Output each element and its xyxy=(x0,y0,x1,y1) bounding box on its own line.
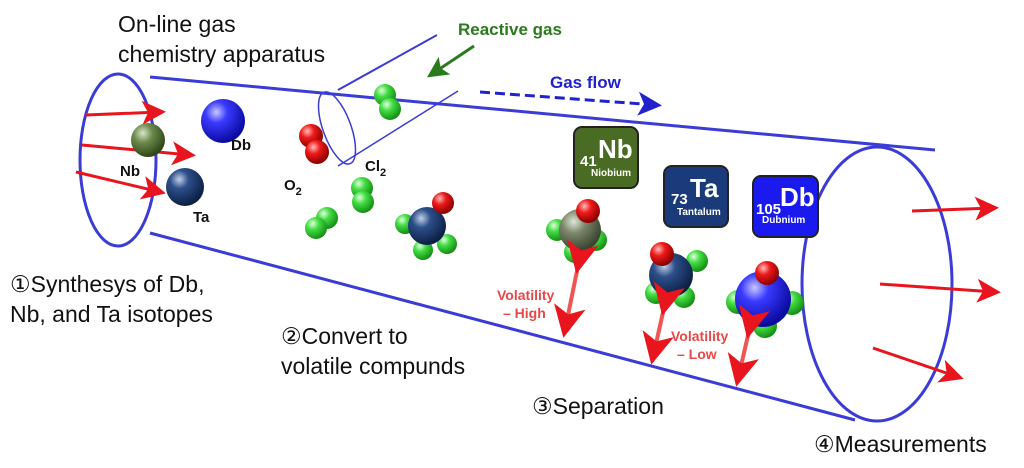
volatility-high-line2: – High xyxy=(503,305,546,321)
svg-text:Dubnium: Dubnium xyxy=(762,215,805,226)
svg-text:105: 105 xyxy=(756,201,781,218)
nb-compound xyxy=(546,199,607,263)
svg-text:Db: Db xyxy=(780,182,815,212)
ta-compound-separation xyxy=(645,242,708,308)
volatility-high-line1: Volatility xyxy=(497,287,555,303)
element-card-ta: 73 Ta Tantalum xyxy=(663,165,729,228)
gas-flow-arrow xyxy=(479,90,662,116)
cl2-molecule xyxy=(374,84,401,120)
ta-compound xyxy=(395,192,457,260)
db-atom-label: Db xyxy=(231,137,251,154)
step1-line2: Nb, and Ta isotopes xyxy=(10,301,213,327)
step1-line1: ①Synthesys of Db, xyxy=(10,271,204,297)
reactive-gas-inlet-tube xyxy=(317,34,459,167)
tube-inlet-ellipse xyxy=(78,72,158,248)
ta-atom-label: Ta xyxy=(193,209,210,226)
svg-text:Nb: Nb xyxy=(598,134,633,164)
volatility-low-line1: Volatility xyxy=(671,328,729,344)
reactive-gas-label: Reactive gas xyxy=(458,20,562,39)
title-line2: chemistry apparatus xyxy=(118,41,325,67)
o2-label: O2 xyxy=(284,177,302,198)
cl2-label: Cl2 xyxy=(365,158,386,179)
step4-label: ④Measurements xyxy=(814,431,987,457)
svg-text:Niobium: Niobium xyxy=(591,168,631,179)
step3-label: ③Separation xyxy=(532,393,664,419)
element-card-db: 105 Db Dubnium xyxy=(752,175,819,238)
gas-flow-label: Gas flow xyxy=(550,73,622,92)
o2-molecule xyxy=(299,124,329,164)
ta-atom xyxy=(166,168,204,206)
tube-top-edge xyxy=(149,75,936,152)
nb-atom xyxy=(131,123,165,157)
volatility-arrows xyxy=(554,239,770,387)
db-compound xyxy=(726,261,804,338)
element-card-nb: 41 Nb Niobium xyxy=(573,126,639,189)
title-line1: On-line gas xyxy=(118,11,236,37)
cl2-molecule xyxy=(351,177,374,213)
tube-bottom-edge xyxy=(149,231,856,422)
step2-line2: volatile compunds xyxy=(281,353,465,379)
nb-atom-label: Nb xyxy=(120,163,140,180)
volatility-low-line2: – Low xyxy=(677,346,717,362)
outgoing-measurement-arrows xyxy=(872,196,1001,383)
svg-text:41: 41 xyxy=(580,153,597,170)
svg-text:Ta: Ta xyxy=(690,173,719,203)
step2-line1: ②Convert to xyxy=(281,323,408,349)
svg-text:73: 73 xyxy=(671,191,688,208)
tube-outlet-ellipse xyxy=(800,145,954,423)
gas-chemistry-tube xyxy=(78,72,954,423)
svg-text:Tantalum: Tantalum xyxy=(677,207,721,218)
cl2-molecule xyxy=(305,207,338,239)
reactive-gas-arrow xyxy=(427,44,475,78)
db-atom xyxy=(201,99,245,143)
